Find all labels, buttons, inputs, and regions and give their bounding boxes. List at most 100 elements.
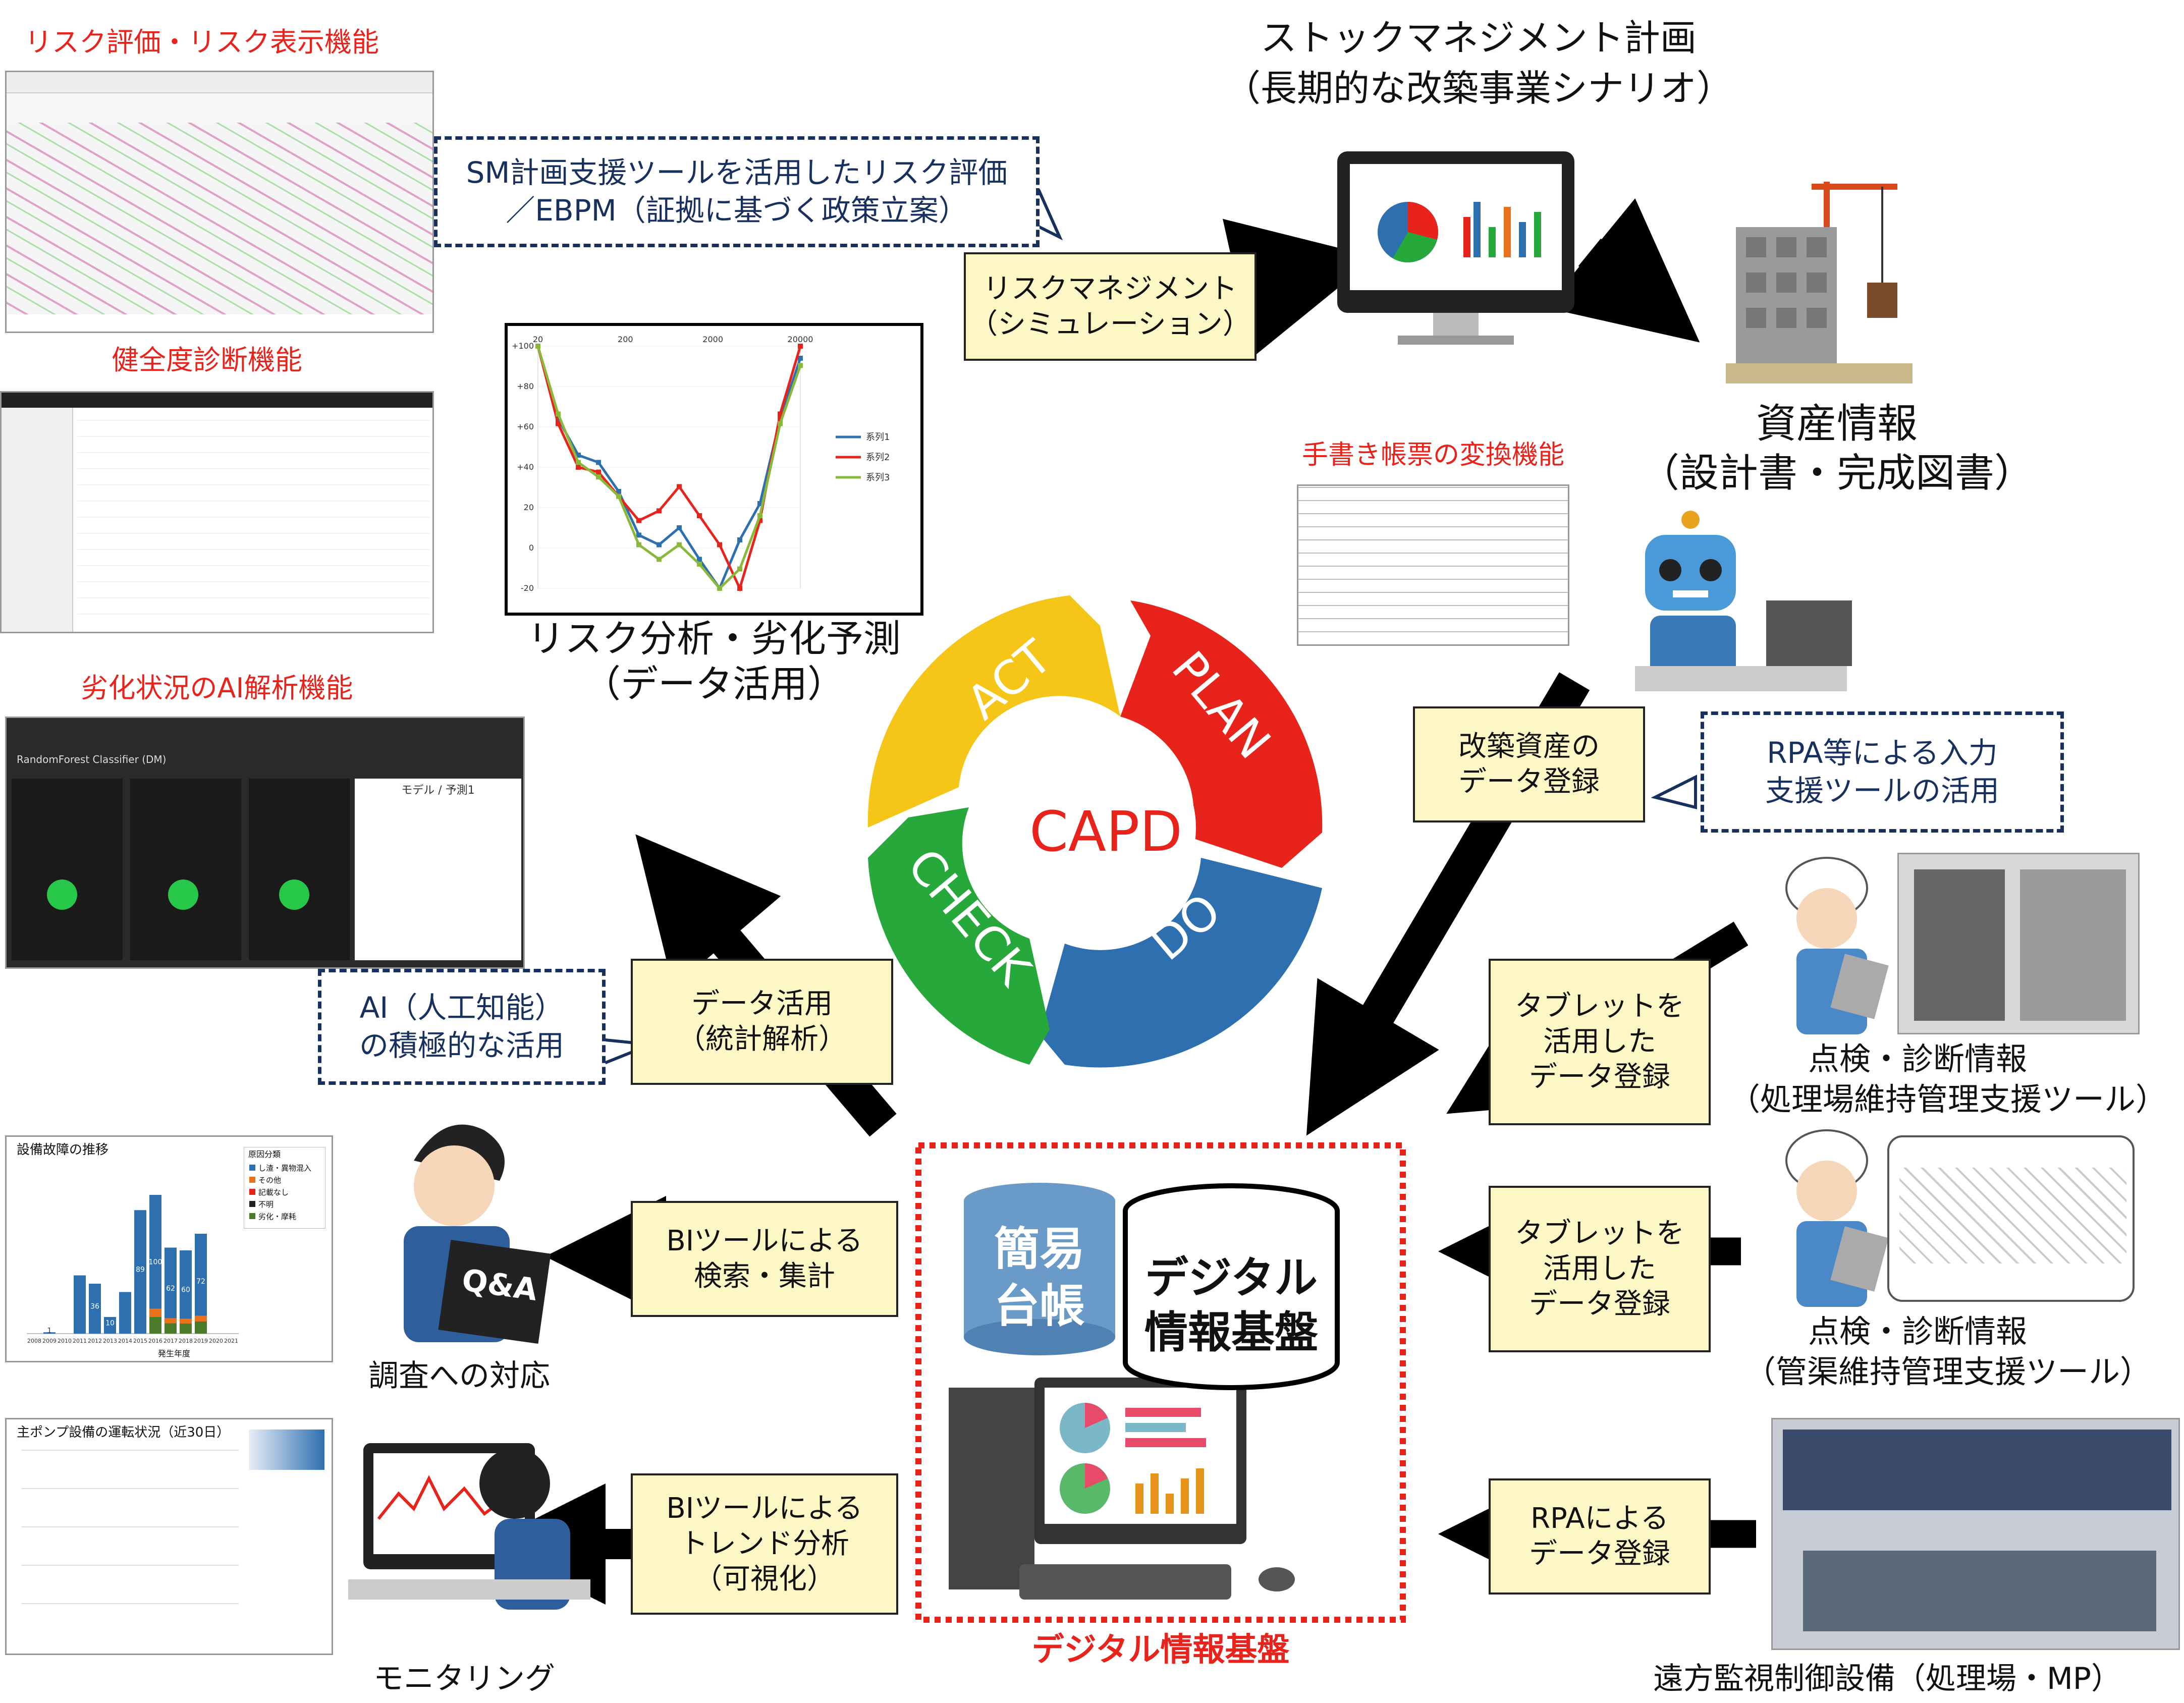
do-segment	[1040, 858, 1322, 1068]
risk-point	[697, 513, 702, 518]
robot-illustration	[1635, 511, 1852, 691]
risk-point	[636, 542, 641, 547]
risk-point	[798, 356, 803, 361]
risk-point	[596, 469, 601, 475]
ai-panel-header: モデル / 予測1	[401, 784, 475, 797]
risk-point	[737, 586, 742, 591]
risk-point	[757, 518, 762, 523]
failure-legend-label: 不明	[258, 1200, 274, 1209]
risk-series-line	[536, 346, 802, 591]
capd-center-label: CAPD	[1029, 799, 1183, 864]
risk-xtick: 20000	[788, 335, 813, 344]
failure-year-tick: 2008	[27, 1338, 41, 1344]
failure-bar-other	[195, 1315, 207, 1322]
risk-point	[576, 460, 581, 465]
risk-ytick: -20	[521, 583, 534, 593]
platform-caption: デジタル情報基盤	[1031, 1631, 1290, 1669]
failure-value-label: 100	[149, 1258, 162, 1267]
remote-control-room-photo	[1771, 1418, 2180, 1650]
failure-chart-title: 設備故障の推移	[17, 1142, 109, 1158]
risk-point	[798, 344, 803, 349]
asset-info-subtitle: （設計書・完成図書）	[1640, 451, 2034, 496]
failure-legend-item: し渣・異物混入	[249, 1163, 311, 1173]
qa-person-illustration	[404, 1124, 551, 1344]
rpa-tool-callout: RPA等による入力 支援ツールの活用	[1701, 711, 2064, 833]
failure-legend-label: その他	[258, 1176, 282, 1185]
failure-year-tick: 2021	[224, 1338, 238, 1344]
failure-legend-item: 記載なし	[249, 1187, 289, 1197]
risk-point	[757, 513, 762, 518]
failure-year-tick: 2018	[179, 1338, 193, 1344]
platform-pc-illustration	[949, 1183, 1295, 1600]
data-use-box: データ活用 （統計解析）	[631, 959, 893, 1085]
failure-bar-wear	[149, 1317, 161, 1334]
risk-legend-label: 系列1	[866, 432, 890, 443]
pump-operation-chart: 主ポンプ設備の運転状況（近30日）	[5, 1418, 333, 1655]
risk-series-line	[536, 346, 802, 590]
failure-year-tick: 2014	[118, 1338, 132, 1344]
failure-bar	[134, 1210, 146, 1334]
risk-xtick: 200	[618, 335, 633, 344]
failure-legend-label: し渣・異物混入	[258, 1164, 312, 1173]
risk-analysis-title: リスク分析・劣化予測	[527, 617, 901, 661]
simple-ledger-label: 簡易 台帳	[994, 1223, 1085, 1333]
asset-info-title: 資産情報	[1756, 400, 1918, 447]
risk-point	[596, 460, 601, 465]
risk-point	[636, 532, 641, 538]
failure-value-label: 62	[166, 1285, 175, 1293]
risk-point	[677, 484, 682, 489]
failure-year-tick: 2017	[163, 1338, 178, 1344]
risk-point	[596, 474, 601, 480]
failure-legend-title: 原因分類	[248, 1149, 281, 1159]
failure-bar	[104, 1317, 116, 1334]
risk-point	[778, 421, 783, 426]
sm-plan-subtitle: （長期的な改築事業シナリオ）	[1224, 67, 1733, 109]
failure-legend-swatch	[249, 1165, 255, 1171]
risk-point	[576, 453, 581, 458]
failure-legend-swatch	[249, 1189, 255, 1195]
risk-ytick: 20	[524, 503, 534, 512]
handwriting-feature-title: 手書き帳票の変換機能	[1301, 440, 1564, 470]
failure-value-label: 72	[196, 1278, 205, 1286]
failure-legend-label: 劣化・摩耗	[258, 1212, 297, 1221]
sm-tool-callout: SM計画支援ツールを活用したリスク評価 ／EBPM（証拠に基づく政策立案）	[434, 136, 1040, 247]
failure-bar	[119, 1292, 131, 1334]
risk-ytick: +40	[517, 462, 534, 472]
tablet-reg-box-2: タブレットを 活用した データ登録	[1489, 1186, 1711, 1352]
risk-analysis-subtitle: （データ活用）	[583, 663, 845, 706]
risk-point	[616, 489, 621, 494]
ai-panel-title: RandomForest Classifier (DM)	[17, 753, 167, 765]
risk-point	[535, 344, 540, 349]
health-diag-feature-title: 健全度診断機能	[112, 344, 302, 376]
failure-legend-swatch	[249, 1177, 255, 1183]
risk-point	[576, 465, 581, 470]
pump-chart-title: 主ポンプ設備の運転状況（近30日）	[17, 1425, 230, 1440]
failure-bar-other	[180, 1319, 192, 1324]
building-illustration	[1726, 182, 1913, 383]
failure-legend-item: 不明	[249, 1199, 274, 1210]
failure-legend-item: 劣化・摩耗	[249, 1211, 296, 1222]
monitoring-person-illustration	[348, 1443, 590, 1610]
sm-plan-monitor-illustration	[1337, 151, 1574, 345]
risk-point	[556, 421, 561, 426]
inspect-info-subtitle-2: （管渠維持管理支援ツール）	[1744, 1353, 2151, 1390]
risk-point	[677, 525, 682, 530]
risk-eval-feature-title: リスク評価・リスク表示機能	[25, 26, 379, 58]
inspector-illustration-1	[1785, 857, 1889, 1034]
failure-value-label: 36	[90, 1303, 99, 1311]
failure-bar	[89, 1284, 101, 1334]
failure-year-tick: 2015	[133, 1338, 147, 1344]
failure-legend-item: その他	[249, 1175, 281, 1185]
survey-label: 調査への対応	[368, 1358, 550, 1394]
risk-point	[697, 557, 702, 562]
act-segment	[867, 595, 1120, 828]
treatment-plant-panel-photo	[1897, 853, 2140, 1034]
risk-point	[657, 508, 662, 514]
pipe-map-screenshot	[1887, 1135, 2135, 1302]
ai-active-callout: AI（人工知能） の積極的な活用	[318, 969, 606, 1085]
risk-ytick: 0	[529, 543, 534, 553]
risk-ytick: +100	[512, 341, 534, 351]
bi-trend-box: BIツールによる トレンド分析 （可視化）	[631, 1473, 898, 1615]
